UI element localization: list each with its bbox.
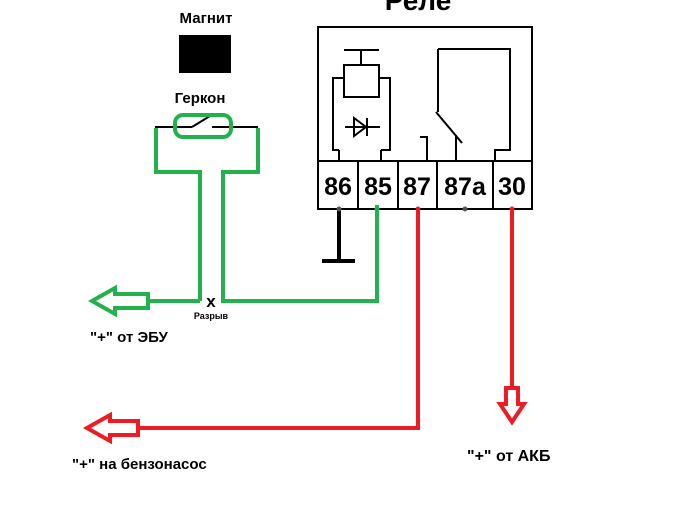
break-label: Разрыв [194, 311, 229, 321]
fuel-pump-label: "+" на бензонасос [72, 456, 207, 473]
reed-switch-symbol [155, 115, 258, 128]
red-arrow-battery [496, 386, 528, 426]
relay-coil [332, 49, 391, 161]
terminal-85-label: 85 [364, 173, 392, 201]
ground-symbol [322, 209, 355, 263]
relay-body [317, 26, 533, 210]
break-mark: x [206, 292, 216, 311]
battery-label: "+" от АКБ [467, 448, 550, 465]
terminal-87-label: 87 [403, 173, 431, 201]
terminal-85-dot [374, 206, 380, 212]
terminal-87a-label: 87а [444, 173, 487, 201]
reed-switch-label: Геркон [175, 90, 226, 107]
relay-contact [420, 48, 511, 161]
terminal-87a-dot [462, 206, 468, 212]
green-arrow-ecu [87, 284, 150, 318]
ecu-label: "+" от ЭБУ [90, 329, 169, 346]
terminal-86-dot [336, 206, 342, 212]
terminal-86-label: 86 [324, 173, 352, 201]
diode-icon [345, 116, 380, 138]
red-arrow-fuel-pump [82, 411, 140, 445]
magnet-block [179, 35, 231, 73]
magnet-label: Магнит [180, 10, 233, 27]
relay-title: Реле [385, 0, 452, 16]
terminal-30-label: 30 [498, 173, 526, 201]
red-wire-fuel-pump [138, 209, 420, 430]
